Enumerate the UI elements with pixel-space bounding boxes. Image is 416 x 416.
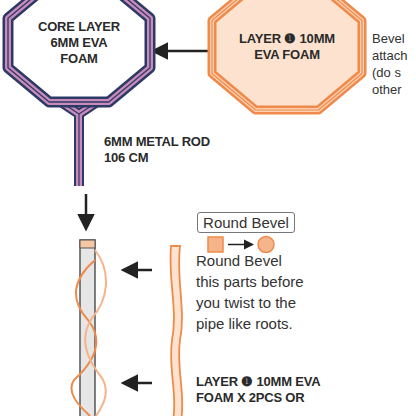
node-text: LAYER ❶ 10MM EVA FOAM — [237, 31, 337, 63]
dimension-label: 6MM METAL ROD 106 CM — [104, 134, 214, 166]
metal-rod — [52, 96, 106, 186]
note-text: Round Bevel this parts before you twist … — [196, 250, 308, 334]
node-text: Round Bevel — [203, 213, 289, 232]
part-label: LAYER ❶ 10MM EVA FOAM X 2PCS OR — [196, 374, 346, 406]
process-box: Round Bevel — [197, 212, 295, 233]
pipe — [71, 240, 106, 416]
arrow-connector — [154, 50, 208, 53]
layer-octagon: LAYER ❶ 10MM EVA FOAM — [212, 0, 362, 110]
core-layer-octagon: CORE LAYER 6MM EVA FOAM — [8, 0, 150, 102]
arrow — [85, 194, 88, 228]
arrow — [124, 382, 152, 385]
node-text: CORE LAYER 6MM EVA FOAM — [37, 19, 121, 67]
note-text: Bevel attach (do s other — [372, 30, 415, 98]
arrow — [124, 269, 152, 272]
foam-strip — [170, 246, 182, 416]
bevel-icon — [208, 237, 274, 253]
